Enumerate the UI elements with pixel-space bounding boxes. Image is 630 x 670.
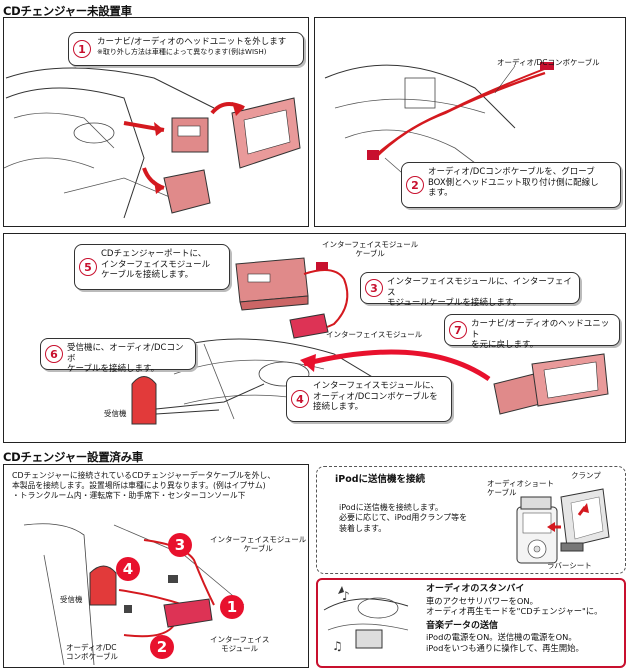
installed-if-cable-line2: ケーブル xyxy=(243,544,273,553)
step2-number: 2 xyxy=(406,176,424,194)
step4-callout: 4 インターフェイスモジュールに、 オーディオ/DCコンボケーブルを 接続します… xyxy=(286,376,452,422)
panel-installed-changer: CDチェンジャーに接続されているCDチェンジャーデータケーブルを外し、 本製品を… xyxy=(3,464,309,668)
step2-line3: ます。 xyxy=(428,188,453,199)
installed-number-2: 2 xyxy=(150,635,174,659)
installed-number-1: 1 xyxy=(220,595,244,619)
installed-if-cable-line1: インターフェイスモジュール xyxy=(210,535,307,544)
installed-line1: CDチェンジャーに接続されているCDチェンジャーデータケーブルを外し、 xyxy=(12,471,276,480)
installed-audio-dc-line2: コンボケーブル xyxy=(66,652,119,661)
step5-line3: ケーブルを接続します。 xyxy=(101,270,194,281)
step1-text: カーナビ/オーディオのヘッドユニットを外します xyxy=(97,37,287,47)
installed-audio-dc-line1: オーディオ/DC xyxy=(66,643,117,652)
car-interior-drawing xyxy=(3,67,301,219)
panel-remove-head-unit: 1 カーナビ/オーディオのヘッドユニットを外します ※取り外し方法は車種によって… xyxy=(3,17,309,227)
step2-callout: 2 オーディオ/DCコンボケーブルを、グローブ BOX側とヘッドユニット取り付け… xyxy=(401,162,621,208)
installed-line3: ・トランクルーム内・運転席下・助手席下・センターコンソール下 xyxy=(12,491,246,501)
step7-line2: を元に戻します。 xyxy=(471,340,539,351)
panel-standby: ♪ ♫ オーディオのスタンバイ 車のアクセサリパワーをON。 オーディオ再生モー… xyxy=(316,578,626,668)
if-module-label: インターフェイスモジュール xyxy=(326,330,423,339)
step6-callout: 6 受信機に、オーディオ/DCコンボ ケーブルを接続します。 xyxy=(40,338,196,374)
step3-line1: インターフェイスモジュールに、インターフェイス xyxy=(387,277,572,298)
section-title-installed: CDチェンジャー設置済み車 xyxy=(3,450,144,464)
if-module-cable-label-line1: インターフェイスモジュール xyxy=(322,240,419,249)
audio-short-cable-line1: オーディオショート xyxy=(487,479,554,488)
step5-line2: インターフェイスモジュール xyxy=(101,259,211,270)
ipod-clamp-drawing xyxy=(516,488,610,564)
audio-dc-cable-label: オーディオ/DCコンボケーブル xyxy=(497,58,600,67)
step4-line3: 接続します。 xyxy=(313,402,364,413)
installed-if-module-line1: インターフェイス xyxy=(210,635,270,644)
step3-line2: モジュールケーブルを接続します。 xyxy=(387,298,522,309)
step2-line2: BOX側とヘッドユニット取り付け側に配線し xyxy=(428,177,599,188)
clamp-label: クランプ xyxy=(571,471,601,480)
step5-callout: 5 CDチェンジャーポートに、 インターフェイスモジュール ケーブルを接続します… xyxy=(74,244,230,290)
ipod-title: iPodに送信機を接続 xyxy=(335,474,426,485)
step4-line1: インターフェイスモジュールに、 xyxy=(313,381,439,391)
rubber-sheet-label: ラバーシート xyxy=(547,561,592,570)
standby-t2-line1: iPodの電源をON。送信機の電源をON。 xyxy=(426,632,577,643)
svg-text:♪: ♪ xyxy=(342,589,350,603)
standby-title2: 音楽データの送信 xyxy=(426,620,499,631)
step1-number: 1 xyxy=(73,40,91,58)
panel-route-cable: オーディオ/DCコンボケーブル 2 オーディオ/DCコンボケーブルを、グローブ … xyxy=(314,17,626,227)
installed-if-module-label: インターフェイス モジュール xyxy=(210,635,269,653)
step4-number: 4 xyxy=(291,390,309,408)
step5-number: 5 xyxy=(79,258,97,276)
step6-number: 6 xyxy=(45,345,63,363)
svg-text:♫: ♫ xyxy=(332,639,343,653)
step6-line2: ケーブルを接続します。 xyxy=(67,364,160,375)
ipod-line3: 装着します。 xyxy=(339,523,387,533)
audio-short-cable-label: オーディオショート ケーブル xyxy=(487,479,554,497)
receiver-label: 受信機 xyxy=(104,409,127,418)
standby-text: オーディオのスタンバイ 車のアクセサリパワーをON。 オーディオ再生モードを"C… xyxy=(426,584,602,653)
installed-audio-dc-label: オーディオ/DC コンボケーブル xyxy=(66,643,118,661)
installed-line2: 本製品を接続します。設置場所は車種により異なります。(例はイプサム) xyxy=(12,481,266,491)
installed-number-4: 4 xyxy=(116,557,140,581)
if-module-cable-label: インターフェイスモジュール ケーブル xyxy=(322,240,418,258)
standby-t1-line2: オーディオ再生モードを"CDチェンジャー"に。 xyxy=(426,606,603,617)
step7-number: 7 xyxy=(449,321,467,339)
installed-description: CDチェンジャーに接続されているCDチェンジャーデータケーブルを外し、 本製品を… xyxy=(12,471,275,501)
panel-ipod-connect: iPodに送信機を接続 iPodに送信機を接続します。 必要に応じて、iPod用… xyxy=(316,466,626,574)
glovebox-drawing xyxy=(324,62,554,194)
installed-if-cable-label: インターフェイスモジュール ケーブル xyxy=(210,535,306,553)
step1-callout: 1 カーナビ/オーディオのヘッドユニットを外します ※取り外し方法は車種によって… xyxy=(68,32,304,66)
step2-line1: オーディオ/DCコンボケーブルを、グローブ xyxy=(428,167,595,177)
car-audio-illustration: ♪ ♫ xyxy=(323,586,409,653)
standby-title1: オーディオのスタンバイ xyxy=(426,584,525,594)
step3-callout: 3 インターフェイスモジュールに、インターフェイス モジュールケーブルを接続しま… xyxy=(360,272,580,308)
step5-line1: CDチェンジャーポートに、 xyxy=(101,249,207,259)
installed-if-module-line2: モジュール xyxy=(221,644,259,653)
ipod-line1: iPodに送信機を接続します。 xyxy=(339,503,443,512)
standby-t1-line1: 車のアクセサリパワーをON。 xyxy=(426,595,538,606)
section-title-not-installed: CDチェンジャー未設置車 xyxy=(3,4,132,18)
step7-line1: カーナビ/オーディオのヘッドユニット xyxy=(471,319,610,340)
installed-receiver-label: 受信機 xyxy=(60,595,83,604)
audio-short-cable-line2: ケーブル xyxy=(487,488,517,497)
dashboard-module-drawing xyxy=(131,257,609,425)
step3-number: 3 xyxy=(365,279,383,297)
panel-connect-module: 5 CDチェンジャーポートに、 インターフェイスモジュール ケーブルを接続します… xyxy=(3,233,626,443)
ipod-description: iPodに送信機を接続します。 必要に応じて、iPod用クランプ等を 装着します… xyxy=(339,503,467,534)
step6-line1: 受信機に、オーディオ/DCコンボ xyxy=(67,343,184,364)
ipod-line2: 必要に応じて、iPod用クランプ等を xyxy=(339,513,468,523)
installed-number-3: 3 xyxy=(168,533,192,557)
step4-line2: オーディオ/DCコンボケーブルを xyxy=(313,391,438,402)
step1-note: ※取り外し方法は車種によって異なります(例はWISH) xyxy=(97,47,267,56)
step7-callout: 7 カーナビ/オーディオのヘッドユニット を元に戻します。 xyxy=(444,314,620,350)
standby-t2-line2: iPodをいつも通りに操作して、再生開始。 xyxy=(426,642,584,653)
if-module-cable-label-line2: ケーブル xyxy=(355,249,385,258)
